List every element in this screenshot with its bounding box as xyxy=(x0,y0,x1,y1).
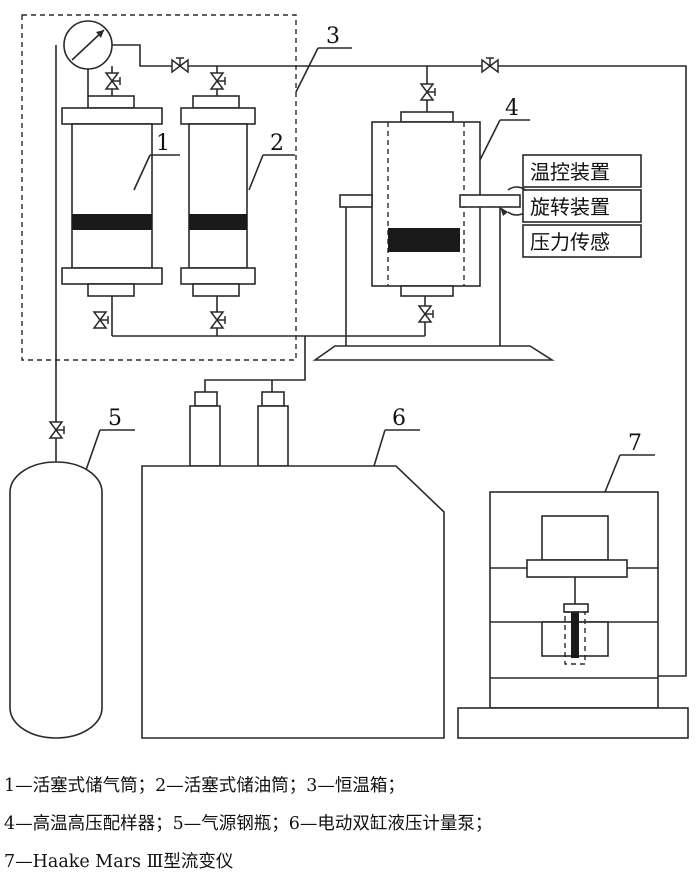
label-3: 3 xyxy=(326,24,340,49)
pressure-gauge-icon xyxy=(63,20,113,96)
label-5: 5 xyxy=(108,406,122,431)
legend-line-2: 4—高温高压配样器；5—气源钢瓶；6—电动双缸液压计量泵； xyxy=(4,814,493,834)
valve-icon xyxy=(418,305,434,323)
temp-control-box xyxy=(522,154,642,188)
rotation-box xyxy=(522,189,642,223)
label-4: 4 xyxy=(505,96,519,121)
rotation-label: 旋转装置 xyxy=(530,195,610,219)
gas-bottle xyxy=(9,461,103,739)
piston-gas-cylinder xyxy=(61,95,163,297)
thermostat-box xyxy=(21,14,297,361)
hthp-sampler xyxy=(312,111,555,361)
label-2: 2 xyxy=(270,131,284,156)
valve-icon xyxy=(481,57,499,73)
piston-oil-cylinder xyxy=(180,95,256,297)
legend-line-3: 7—Haake Mars Ⅲ型流变仪 xyxy=(4,852,234,872)
valve-icon xyxy=(210,72,226,90)
label-1: 1 xyxy=(156,131,170,156)
pressure-sensor-label: 压力传感 xyxy=(530,230,610,254)
dual-cylinder-pump xyxy=(141,391,445,739)
valve-icon xyxy=(420,83,436,101)
temp-control-label: 温控装置 xyxy=(530,160,610,184)
pressure-sensor-box xyxy=(522,224,642,258)
valve-icon xyxy=(49,421,65,439)
rheometer xyxy=(457,491,689,739)
valve-icon xyxy=(93,311,109,329)
valve-icon xyxy=(105,72,121,90)
label-6: 6 xyxy=(392,406,406,431)
legend-line-1: 1—活塞式储气筒；2—活塞式储油筒；3—恒温箱； xyxy=(4,776,405,796)
valve-icon xyxy=(171,57,189,73)
valve-icon xyxy=(210,311,226,329)
label-7: 7 xyxy=(628,431,642,456)
